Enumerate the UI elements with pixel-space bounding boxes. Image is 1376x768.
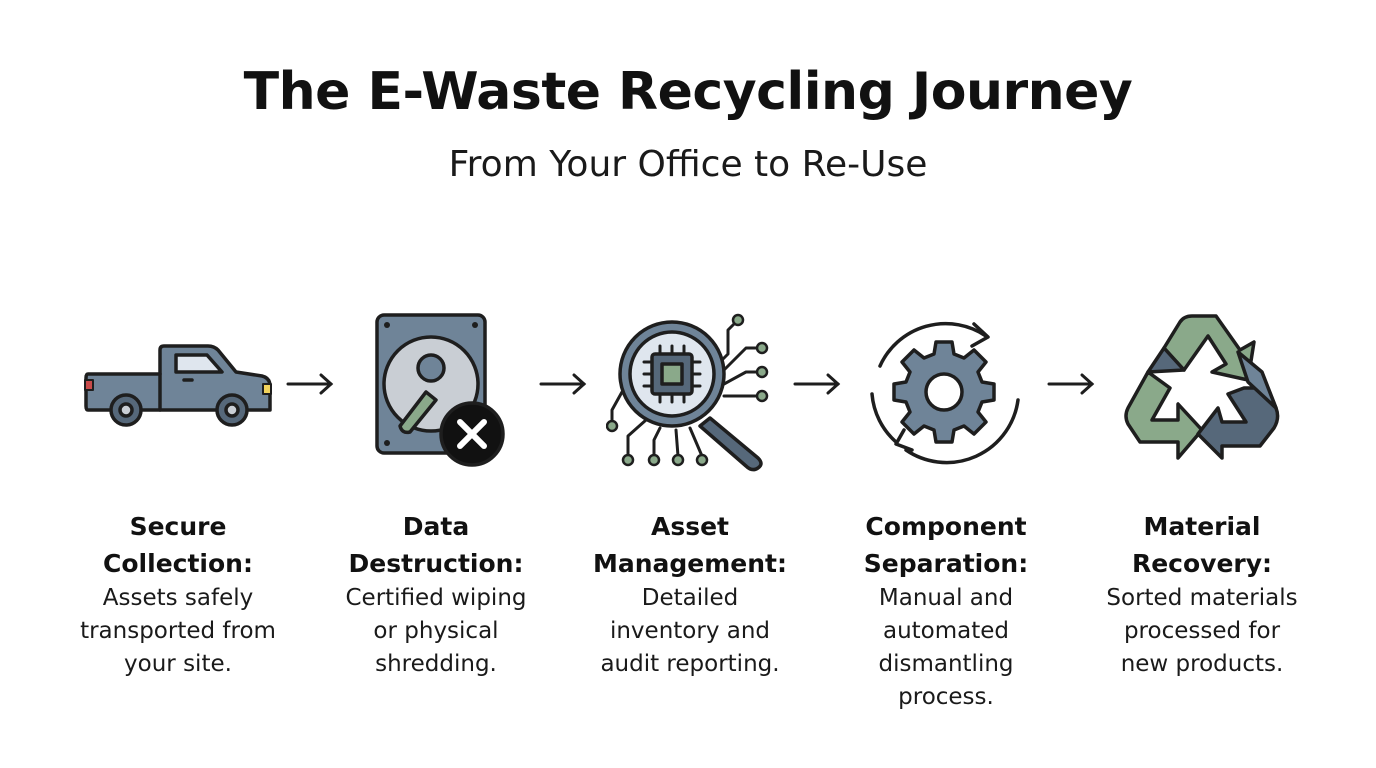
step-asset-management: Asset Management: Detailed inventory and…	[570, 508, 810, 681]
step-heading: Component	[865, 512, 1027, 541]
hard-drive-destruction-icon	[375, 313, 505, 467]
arrow-right-icon	[793, 373, 841, 395]
page-subtitle: From Your Office to Re-Use	[448, 144, 928, 185]
step-secure-collection: Secure Collection: Assets safely transpo…	[58, 508, 298, 681]
step-heading: Separation:	[863, 549, 1029, 578]
page-title: The E-Waste Recycling Journey	[243, 62, 1133, 122]
step-component-separation: Component Separation: Manual and automat…	[826, 508, 1066, 714]
gear-cycle-icon	[870, 321, 1020, 465]
step-description: processed for	[1123, 618, 1281, 644]
step-data-destruction: Data Destruction: Certified wiping or ph…	[316, 508, 556, 681]
step-description: automated	[882, 618, 1010, 644]
pickup-truck-icon	[84, 344, 272, 427]
chip-magnifier-icon	[606, 313, 769, 472]
step-heading: Data	[402, 512, 470, 541]
step-description: Detailed	[641, 585, 739, 611]
arrow-right-icon	[1047, 373, 1095, 395]
step-description: inventory and	[609, 618, 771, 644]
step-description: shredding.	[375, 651, 497, 677]
step-heading: Material	[1143, 512, 1261, 541]
step-heading: Asset	[650, 512, 729, 541]
arrow-right-icon	[286, 373, 334, 395]
step-description: process.	[898, 684, 994, 710]
step-heading: Recovery:	[1131, 549, 1273, 578]
step-description: your site.	[124, 651, 232, 677]
step-description: transported from	[80, 618, 276, 644]
recycle-icon	[1124, 314, 1280, 460]
step-description: Certified wiping	[345, 585, 527, 611]
step-description: audit reporting.	[600, 651, 780, 677]
arrow-right-icon	[539, 373, 587, 395]
step-description: Sorted materials	[1106, 585, 1298, 611]
step-description: or physical	[373, 618, 499, 644]
step-heading: Destruction:	[348, 549, 524, 578]
step-heading: Collection:	[103, 549, 253, 578]
step-heading: Management:	[592, 549, 788, 578]
step-description: new products.	[1120, 651, 1284, 677]
step-description: dismantling	[878, 651, 1014, 677]
step-heading: Secure	[129, 512, 227, 541]
step-material-recovery: Material Recovery: Sorted materials proc…	[1082, 508, 1322, 681]
step-description: Assets safely	[102, 585, 254, 611]
step-description: Manual and	[878, 585, 1014, 611]
